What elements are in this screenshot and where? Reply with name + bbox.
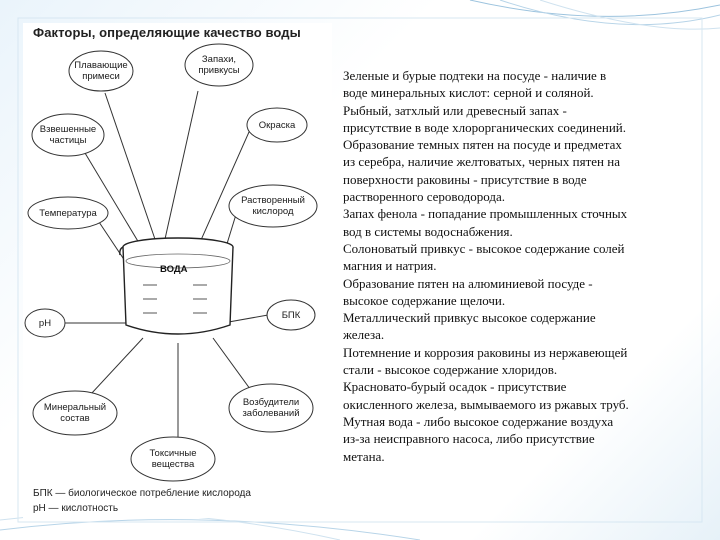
text-line: Рыбный, затхлый или древесный запах - xyxy=(343,102,567,118)
text-line: растворенного сероводорода. xyxy=(343,189,505,205)
text-line: присутствие в воде хлорорганических соед… xyxy=(343,119,626,135)
node-odors-tastes: Запахи, привкусы xyxy=(198,54,240,76)
node-mineral-composition: Минеральный состав xyxy=(43,402,107,424)
text-line: вод в системы водоснабжения. xyxy=(343,223,513,239)
text-line: железа. xyxy=(343,327,385,343)
node-ellipses xyxy=(24,43,318,482)
beaker-graduation-marks xyxy=(143,284,207,314)
node-floating-impurities: Плавающие примеси xyxy=(74,60,128,82)
text-line: Зеленые и бурые подтеки на посуде - нали… xyxy=(343,68,607,83)
text-line: Образование темных пятен на посуде и пре… xyxy=(343,137,622,153)
text-line: окисленного железа, вымываемого из ржавы… xyxy=(343,396,629,412)
text-line: Красновато-бурый осадок - присутствие xyxy=(343,379,567,395)
node-pathogens: Возбудители заболеваний xyxy=(242,397,300,419)
node-color: Окраска xyxy=(258,120,296,131)
node-temperature: Температура xyxy=(39,208,97,219)
text-line: высокое содержание щелочи. xyxy=(343,292,506,308)
legend-ph: pH — кислотность xyxy=(33,503,119,514)
node-ph: pH xyxy=(38,318,52,329)
text-line: Металлический привкус высокое содержание xyxy=(343,310,596,326)
water-quality-diagram: Факторы, определяющие качество воды Плав… xyxy=(23,23,332,518)
node-toxic-substances: Токсичные вещества xyxy=(149,448,197,470)
beaker-label-water: ВОДА xyxy=(160,264,188,275)
text-line: из серебра, наличие желтоватых, черных п… xyxy=(343,154,620,170)
node-bod: БПК xyxy=(281,310,301,321)
text-line: Мутная вода - либо высокое содержание во… xyxy=(343,413,614,429)
node-suspended-particles: Взвешенные частицы xyxy=(39,124,97,146)
beaker-icon xyxy=(119,237,234,335)
text-line: Запах фенола - попадание промышленных ст… xyxy=(343,206,628,222)
legend-bod: БПК — биологическое потребление кислород… xyxy=(33,488,251,499)
text-line: магния и натрия. xyxy=(343,258,437,274)
node-dissolved-oxygen: Растворенный кислород xyxy=(241,195,305,217)
text-line: из-за неисправного насоса, либо присутст… xyxy=(343,431,595,447)
diagram-title: Факторы, определяющие качество воды xyxy=(33,25,301,40)
text-line: Солоноватый привкус - высокое содержание… xyxy=(343,240,625,256)
text-line: воде минеральных кислот: серной и соляно… xyxy=(343,85,594,101)
water-signs-text: Зеленые и бурые подтеки на посуде - нали… xyxy=(343,67,703,465)
text-line: поверхности раковины - присутствие в вод… xyxy=(343,171,587,187)
text-line: Образование пятен на алюминиевой посуде … xyxy=(343,275,593,291)
text-line: Потемнение и коррозия раковины из нержав… xyxy=(343,344,628,360)
text-line: метана. xyxy=(343,448,385,464)
text-line: стали - высокое содержание хлоридов. xyxy=(343,362,558,378)
diagram-drawing xyxy=(24,43,318,482)
